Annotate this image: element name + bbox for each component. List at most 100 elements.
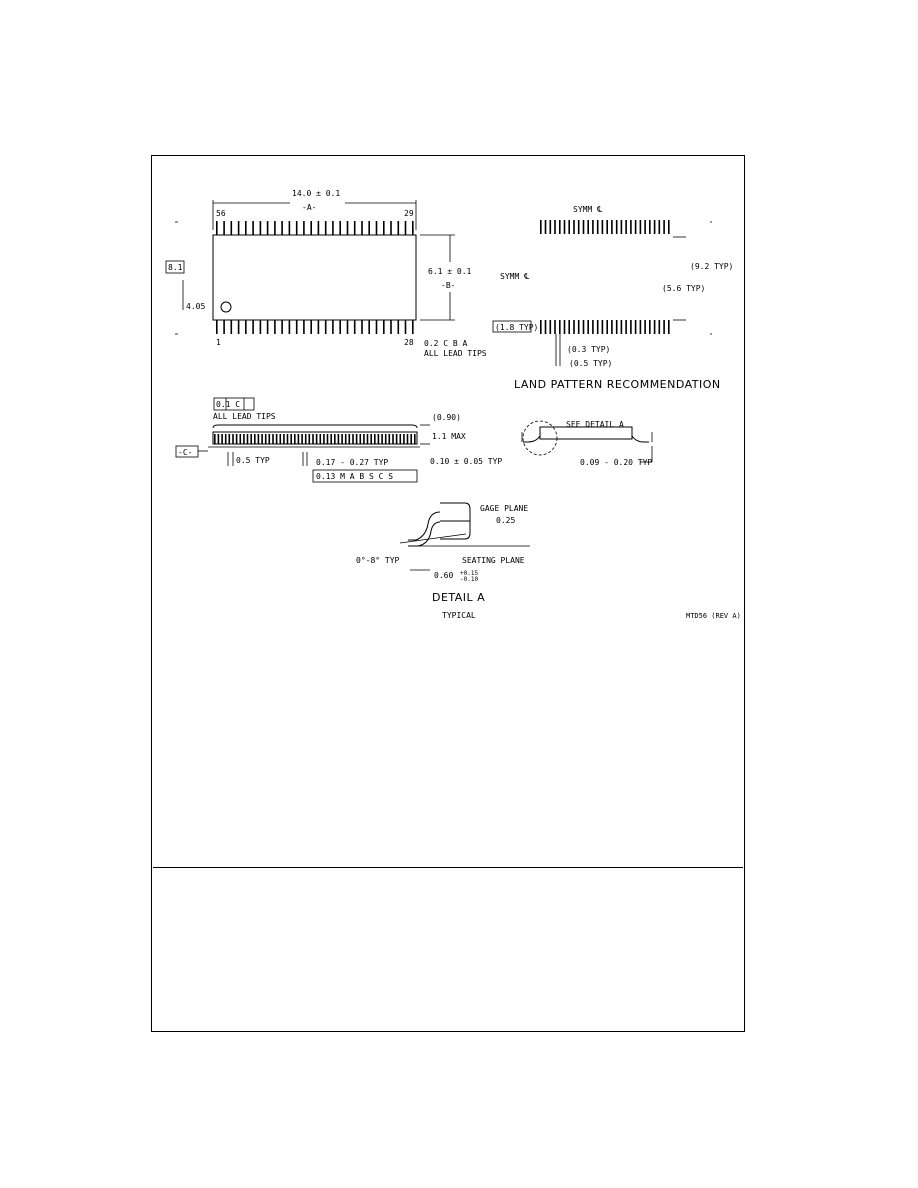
side-lead [297, 434, 300, 444]
lead-width-dim: 0.17 - 0.27 TYP [316, 458, 388, 467]
land-pad [625, 320, 627, 334]
land-pad [587, 320, 589, 334]
drawing-number: MTD56 (REV A) [686, 612, 741, 620]
lead [353, 221, 356, 235]
lead [332, 320, 334, 334]
side-lead [352, 434, 354, 444]
lead [230, 221, 233, 235]
lead [368, 320, 370, 334]
side-lead [388, 434, 391, 444]
lead [252, 221, 254, 235]
flatness-tolerance: 0.1 C [216, 400, 240, 409]
side-lead [410, 434, 412, 444]
lead [339, 320, 341, 334]
land-pads-bottom [540, 320, 670, 334]
foot-tolerance-minus: -0.10 [460, 576, 478, 583]
land-pad [559, 220, 561, 234]
standoff-dim: 0.10 ± 0.05 TYP [430, 457, 502, 466]
land-pad [611, 320, 613, 334]
gage-plane-label: GAGE PLANE [480, 504, 528, 513]
lead [317, 320, 320, 334]
land-pad [568, 320, 570, 334]
side-lead [214, 434, 216, 444]
lead [237, 320, 240, 334]
lead [375, 221, 378, 235]
land-pad [620, 220, 623, 234]
lead [223, 221, 225, 235]
side-lead [392, 434, 394, 444]
side-lead [272, 434, 274, 444]
lead [346, 221, 349, 235]
land-pad [625, 220, 627, 234]
lead [361, 320, 363, 334]
lead [216, 320, 218, 334]
dim-0-5: (0.5 TYP) [569, 359, 612, 368]
side-lead [330, 434, 332, 444]
land-pad [649, 220, 651, 234]
land-pad [559, 320, 561, 334]
foot-length-dim: 0.60 [434, 571, 453, 580]
lead [303, 320, 305, 334]
end-view-body [539, 426, 633, 440]
lead-tip-tolerance: 0.2 C B A [424, 339, 468, 348]
land-pad [596, 220, 599, 234]
lead [266, 221, 269, 235]
land-pad [544, 220, 547, 234]
lead [295, 221, 298, 235]
gage-plane-dim: 0.25 [496, 516, 515, 525]
position-tolerance: 0.13 M A B S C S [316, 472, 393, 481]
side-all-lead-tips: ALL LEAD TIPS [213, 412, 276, 421]
land-pad [573, 220, 575, 234]
lead [368, 221, 370, 235]
lead-angle: 0°-8° TYP [356, 556, 400, 565]
land-pad [658, 320, 661, 334]
lead [339, 221, 341, 235]
land-pad [606, 220, 608, 234]
side-leads [214, 434, 416, 444]
side-lead [374, 434, 376, 444]
lead [288, 221, 291, 235]
side-lead [377, 434, 380, 444]
detail-a: GAGE PLANE 0.25 SEATING PLANE 0°-8° TYP … [356, 502, 530, 620]
side-lead [264, 434, 267, 444]
side-lead [217, 434, 220, 444]
lead [390, 320, 392, 334]
lead [332, 221, 334, 235]
length-dim: 14.0 ± 0.1 [292, 189, 340, 198]
pin-56-label: 56 [216, 209, 226, 218]
side-lead [406, 434, 409, 444]
lead [237, 221, 240, 235]
package-body [212, 234, 417, 321]
lead [252, 320, 254, 334]
lead [375, 320, 378, 334]
lead [274, 221, 276, 235]
side-lead [261, 434, 263, 444]
side-lead [308, 434, 311, 444]
lead [397, 221, 400, 235]
lead [412, 221, 414, 235]
side-lead [304, 434, 307, 444]
lead [404, 320, 407, 334]
pin-29-label: 29 [404, 209, 414, 218]
lead-thickness-dim: 0.09 - 0.20 TYP [580, 458, 652, 467]
top-view: 14.0 ± 0.1 -A- 56 29 1 28 6.1 ± 0.1 -B- … [165, 189, 487, 358]
side-lead [235, 434, 238, 444]
side-lead [399, 434, 402, 444]
side-lead [290, 434, 292, 444]
pitch-dim: 0.5 TYP [236, 456, 270, 465]
side-lead [395, 434, 398, 444]
dim-0-3: (0.3 TYP) [567, 345, 610, 354]
side-lead [246, 434, 249, 444]
foot-tolerance-plus: +0.15 [460, 570, 478, 577]
lead [259, 221, 262, 235]
lead [303, 221, 305, 235]
lead [216, 221, 218, 235]
land-pad [540, 320, 542, 334]
lead [281, 221, 283, 235]
side-lead [355, 434, 358, 444]
side-lead [363, 434, 365, 444]
lead [310, 320, 312, 334]
bottom-leads [216, 320, 414, 334]
land-pad [596, 320, 599, 334]
side-lead [228, 434, 231, 444]
